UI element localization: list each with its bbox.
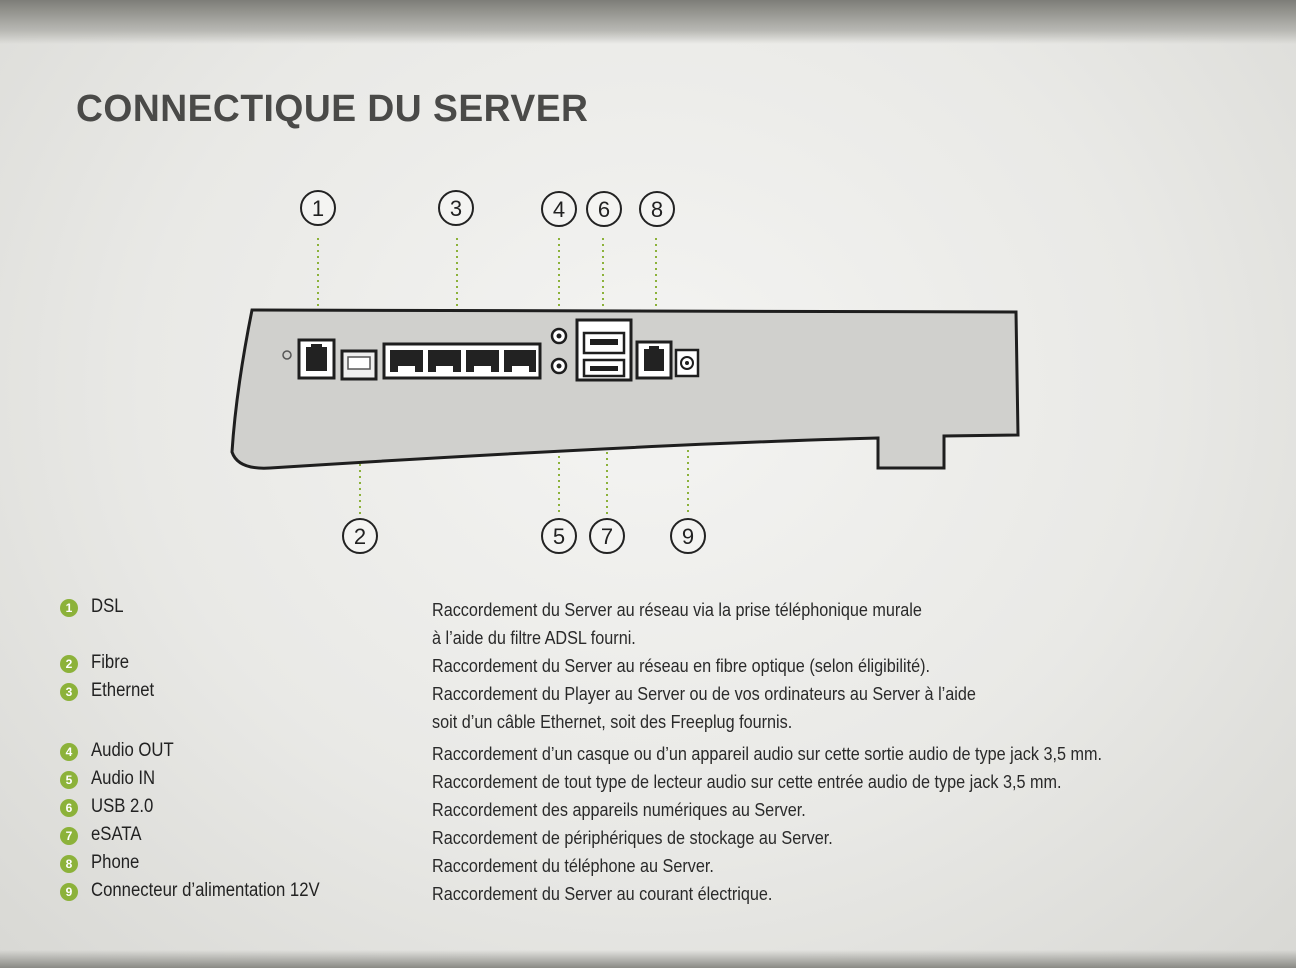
fibre-port [340,349,378,381]
legend-row-esata: 7 eSATA Raccordement de périphériques de… [60,822,1260,850]
dsl-port [297,338,336,380]
legend-label-esata: eSATA [91,824,142,845]
callout-9-number: 9 [682,524,694,549]
led-hole [282,350,292,360]
power-connector [674,348,700,378]
callout-6 [586,191,622,227]
callout-2 [342,518,378,554]
legend-row-phone: 8 Phone Raccordement du téléphone au Ser… [60,850,1260,878]
legend-desc-fibre: Raccordement du Server au réseau en fibr… [432,656,930,676]
legend-desc-line: à l’aide du filtre ADSL fourni. [432,628,636,648]
legend-bullet-9: 9 [60,883,78,901]
legend-desc-usb: Raccordement des appareils numériques au… [432,800,806,820]
legend-label-phone: Phone [91,852,140,873]
legend-label-audio-in: Audio IN [91,768,156,789]
callout-1 [300,190,336,226]
legend-desc-audio-in: Raccordement de tout type de lecteur aud… [432,772,1062,792]
legend-label-fibre: Fibre [91,652,130,673]
callout-7 [589,518,625,554]
callout-3 [438,190,474,226]
connector-legend: 1 DSL Raccordement du Server au réseau v… [60,594,1260,906]
legend-bullet-4: 4 [60,743,78,761]
legend-desc-line: Raccordement du Player au Server ou de v… [432,684,976,704]
callout-8-number: 8 [651,197,663,222]
legend-desc-audio-out: Raccordement d’un casque ou d’un apparei… [432,744,1102,764]
page-title: CONNECTIQUE DU SERVER [76,88,589,130]
phone-port [635,340,673,380]
callout-9 [670,518,706,554]
legend-bullet-5: 5 [60,771,78,789]
legend-label-dsl: DSL [91,596,124,617]
legend-label-ethernet: Ethernet [91,680,155,701]
legend-row-power: 9 Connecteur d’alimentation 12V Raccorde… [60,878,1260,906]
callout-2-number: 2 [354,524,366,549]
legend-row-ethernet: 3 Ethernet Raccordement du Player au Ser… [60,678,1260,738]
legend-label-audio-out: Audio OUT [91,740,174,761]
page-top-shadow [0,0,1296,44]
audio-jacks [550,327,568,375]
callout-1-number: 1 [312,196,324,221]
legend-label-power: Connecteur d’alimentation 12V [91,880,320,901]
legend-desc-phone: Raccordement du téléphone au Server. [432,856,714,876]
usb-esata-ports [575,318,633,382]
page-bottom-shadow [0,950,1296,968]
legend-row-audio-in: 5 Audio IN Raccordement de tout type de … [60,766,1260,794]
legend-bullet-2: 2 [60,655,78,673]
legend-desc-ethernet: Raccordement du Player au Server ou de v… [432,680,976,736]
legend-row-dsl: 1 DSL Raccordement du Server au réseau v… [60,594,1260,650]
legend-desc-dsl: Raccordement du Server au réseau via la … [432,596,922,652]
callout-4-number: 4 [553,197,565,222]
ethernet-ports [382,342,542,380]
legend-row-fibre: 2 Fibre Raccordement du Server au réseau… [60,650,1260,678]
legend-desc-power: Raccordement du Server au courant électr… [432,884,773,904]
legend-label-usb: USB 2.0 [91,796,154,817]
legend-desc-line: Raccordement du Server au réseau via la … [432,600,922,620]
legend-bullet-7: 7 [60,827,78,845]
legend-desc-line: soit d’un câble Ethernet, soit des Freep… [432,712,793,732]
callout-6-number: 6 [598,197,610,222]
callout-4 [541,191,577,227]
callout-8 [639,191,675,227]
callout-3-number: 3 [450,196,462,221]
legend-bullet-3: 3 [60,683,78,701]
legend-bullet-1: 1 [60,599,78,617]
callout-5-number: 5 [553,524,565,549]
legend-bullet-8: 8 [60,855,78,873]
legend-row-usb: 6 USB 2.0 Raccordement des appareils num… [60,794,1260,822]
legend-bullet-6: 6 [60,799,78,817]
legend-row-audio-out: 4 Audio OUT Raccordement d’un casque ou … [60,738,1260,766]
callout-7-number: 7 [601,524,613,549]
callout-5 [541,518,577,554]
legend-desc-esata: Raccordement de périphériques de stockag… [432,828,833,848]
